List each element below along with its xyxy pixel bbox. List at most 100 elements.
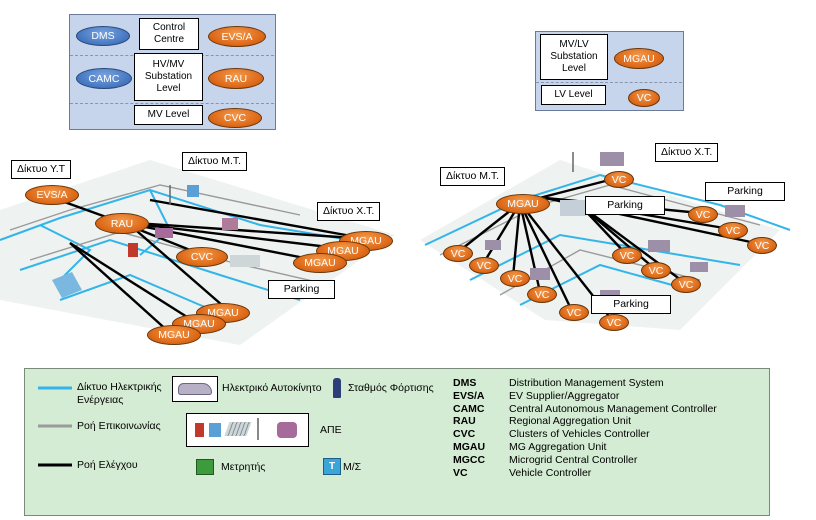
glossary-abbr: MGCC — [453, 453, 486, 466]
glossary-abbr: VC — [453, 466, 468, 479]
left-control-lines — [44, 193, 369, 334]
glossary-desc: Clusters of Vehicles Controller — [509, 428, 650, 441]
cvc-node: CVC — [176, 247, 228, 267]
camc-oval: CAMC — [76, 68, 132, 89]
glossary-abbr: DMS — [453, 377, 477, 389]
control-flow-text: Ροή Ελέγχου — [77, 459, 138, 471]
rau-node: RAU — [95, 213, 149, 234]
glossary-desc: Central Autonomous Management Controller — [509, 402, 717, 415]
rau-oval: RAU — [208, 68, 264, 89]
node-label: VC — [695, 208, 711, 221]
node-label: MGAU — [304, 257, 336, 269]
parking-label: Parking — [591, 295, 671, 314]
lv-network-label: Δίκτυο Χ.Τ. — [317, 202, 381, 221]
inverter-icon — [209, 423, 221, 437]
mgau-node: MGAU — [147, 325, 201, 345]
glossary-abbr: CVC — [453, 428, 476, 441]
node-label: MGAU — [507, 198, 539, 210]
divider — [536, 82, 682, 83]
charging-station-text: Σταθμός Φόρτισης — [348, 382, 434, 394]
vc-oval: VC — [628, 89, 660, 107]
vc-node: VC — [688, 206, 718, 223]
dms-oval: DMS — [76, 26, 130, 46]
vc-node: VC — [527, 286, 557, 303]
node-label: VC — [534, 288, 550, 301]
lv-level-box: LV Level — [541, 85, 606, 105]
node-label: VC — [566, 306, 582, 319]
glossary-desc: Microgrid Central Controller — [509, 453, 638, 466]
res-icons-box — [186, 413, 309, 447]
comm-flow-text: Ροή Επικοινωνίας — [77, 420, 161, 432]
mvlv-label: MV/LV Substation Level — [550, 39, 598, 74]
dms-label: DMS — [91, 30, 115, 42]
vc-node: VC — [612, 247, 642, 264]
lv-level-label: LV Level — [554, 89, 593, 100]
node-label: VC — [450, 247, 466, 260]
glossary-abbr: EVS/A — [453, 389, 485, 402]
vc-node: VC — [604, 171, 634, 188]
evsa-label: EVS/A — [221, 30, 253, 43]
cvc-label: CVC — [223, 112, 247, 124]
node-label: VC — [476, 259, 492, 272]
glossary-abbr: MGAU — [453, 441, 486, 453]
vc-node: VC — [500, 270, 530, 287]
node-label: VC — [606, 316, 622, 329]
mv-level-label: MV Level — [147, 109, 190, 120]
node-label: VC — [507, 272, 523, 285]
evsa-node: EVS/A — [25, 185, 79, 205]
right-buildings — [485, 152, 745, 302]
parking-label: Parking — [585, 196, 665, 215]
vc-label: VC — [636, 92, 652, 104]
node-label: VC — [648, 264, 664, 277]
res-text: ΑΠΕ — [320, 424, 342, 436]
rau-label: RAU — [224, 72, 248, 85]
glossary-desc: Vehicle Controller — [509, 466, 592, 479]
vc-node: VC — [469, 257, 499, 274]
battery-icon — [195, 423, 204, 437]
hvmv-label: HV/MV Substation Level — [144, 59, 193, 94]
meter-text: Μετρητής — [221, 461, 266, 473]
glossary-desc: Distribution Management System — [509, 377, 664, 389]
node-label: VC — [619, 249, 635, 262]
lv-network-label: Δίκτυο Χ.Τ. — [655, 143, 719, 162]
control-centre-box: Control Centre — [139, 18, 199, 50]
vc-node: VC — [443, 245, 473, 262]
cvc-oval: CVC — [208, 108, 262, 128]
mgau-node: MGAU — [293, 253, 347, 273]
mvlv-box: MV/LV Substation Level — [540, 34, 608, 80]
meter-icon — [196, 459, 214, 475]
substation-text: Μ/Σ — [343, 461, 362, 473]
pv-panel-icon — [224, 422, 252, 436]
mv-level-box: MV Level — [134, 105, 203, 125]
node-label: EVS/A — [36, 189, 68, 201]
fuel-cell-icon — [277, 422, 297, 438]
mv-network-label: Δίκτυο Μ.Τ. — [182, 152, 248, 171]
node-label: VC — [611, 173, 627, 186]
substation-icon: T — [323, 458, 341, 475]
glossary-desc: Regional Aggregation Unit — [509, 415, 632, 428]
vc-node: VC — [718, 222, 748, 239]
control-centre-label: Control Centre — [152, 22, 186, 45]
mgau-oval: MGAU — [614, 48, 664, 69]
mgau-label: MGAU — [623, 52, 655, 65]
node-label: RAU — [110, 217, 134, 230]
glossary-desc: MG Aggregation Unit — [509, 441, 607, 453]
parking-label: Parking — [705, 182, 785, 201]
vc-node: VC — [599, 314, 629, 331]
divider — [70, 103, 274, 104]
node-label: VC — [754, 239, 770, 252]
power-network-text: Δίκτυο Ηλεκτρικής Ενέργειας — [77, 381, 162, 406]
mgau-node: MGAU — [496, 194, 550, 214]
left-power-lines — [0, 188, 381, 321]
hvmv-box: HV/MV Substation Level — [134, 53, 203, 101]
vc-node: VC — [641, 262, 671, 279]
wind-turbine-icon — [257, 418, 259, 440]
camc-label: CAMC — [88, 72, 120, 85]
glossary-abbr: CAMC — [453, 402, 485, 415]
node-label: VC — [678, 278, 694, 291]
charging-station-icon — [333, 378, 341, 398]
vc-node: VC — [559, 304, 589, 321]
mv-network-label: Δίκτυο Μ.Τ. — [440, 167, 506, 186]
left-buildings — [52, 185, 260, 298]
hv-network-label: Δίκτυο Υ.Τ — [11, 160, 72, 179]
